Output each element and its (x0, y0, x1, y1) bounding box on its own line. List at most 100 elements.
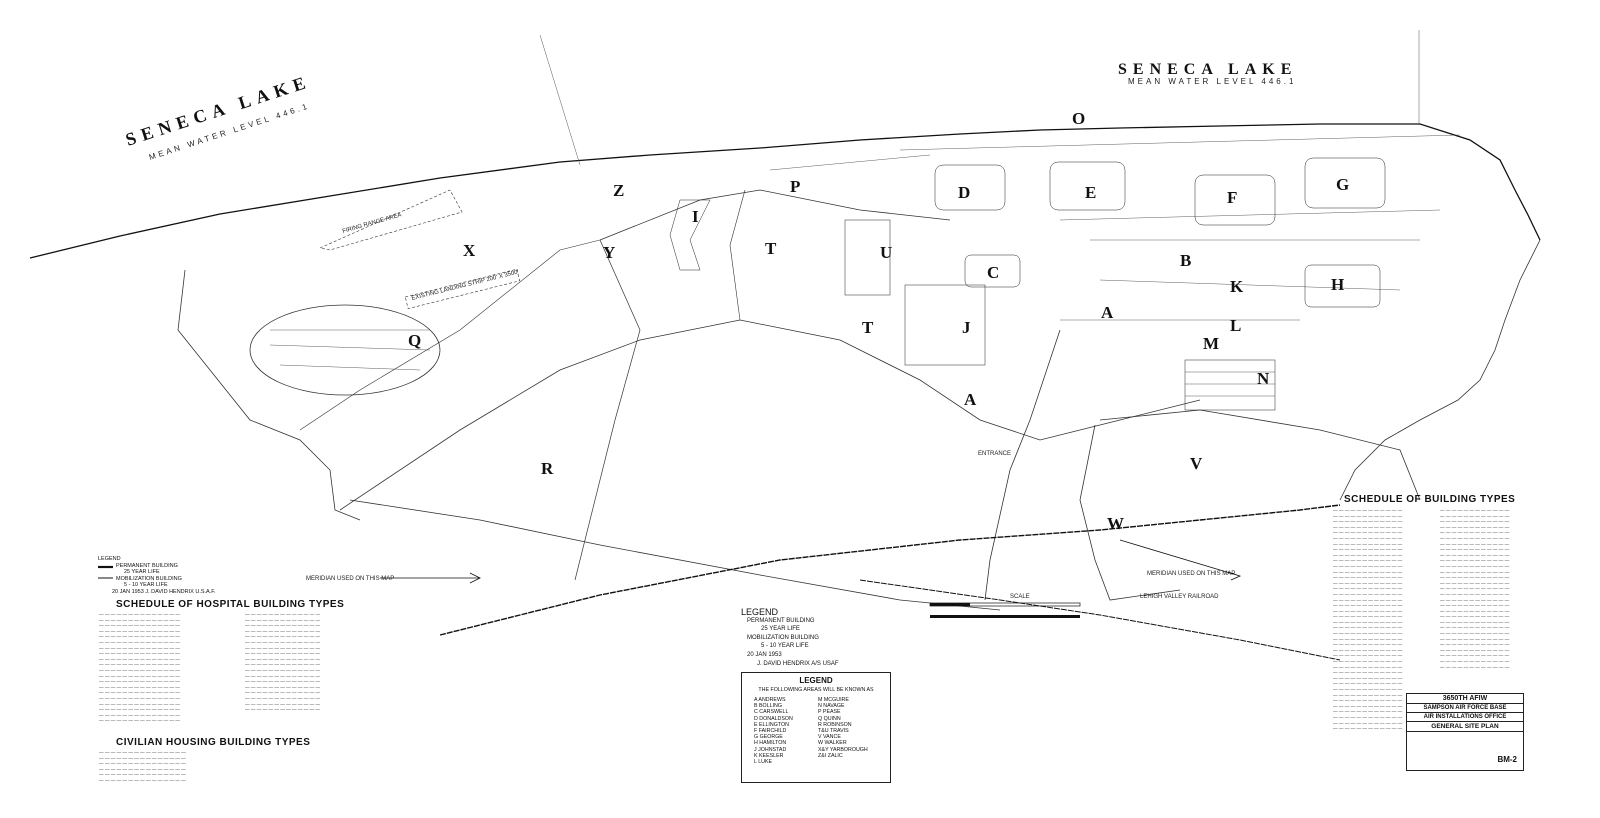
landing-strip-label: EXISTING LANDING STRIP 200' X 3500' (411, 269, 519, 301)
landing-strip (404, 268, 521, 309)
area-label: R (541, 459, 554, 478)
area-label: U (880, 243, 892, 262)
area-label: H (1331, 275, 1344, 294)
area-name: J JOHNSTAD (754, 746, 787, 753)
lake-level-right: MEAN WATER LEVEL 446.1 (1128, 77, 1296, 86)
scale-label: SCALE (1010, 594, 1030, 600)
road (574, 239, 641, 581)
area-name: E ELLINGTON (754, 721, 789, 728)
building-hatching (269, 134, 1461, 397)
legend-left-title: LEGEND (98, 556, 121, 562)
title-block-office: AIR INSTALLATIONS OFFICE (1407, 713, 1523, 722)
meridian-left-label: MERIDIAN USED ON THIS MAP (306, 576, 394, 582)
area-name: G GEORGE (754, 734, 783, 741)
area-label: E (1085, 183, 1096, 202)
legend-left-permanent: PERMANENT BUILDING (116, 562, 178, 569)
area-label: L (1230, 316, 1241, 335)
area-label: A (1101, 303, 1114, 322)
area-label: D (958, 183, 970, 202)
area-name: K KEESLER (754, 752, 784, 759)
entrance-label: ENTRANCE (978, 451, 1011, 457)
east-boundary (1339, 239, 1541, 501)
area-name: L LUKE (754, 759, 773, 766)
area-name: X&Y YARBOROUGH (818, 746, 868, 753)
area-label: A (964, 390, 977, 409)
legend-center-line: 20 JAN 1953 (747, 651, 782, 658)
building-types-list-1: — — — — — — — — — — — —— — — — — — — — —… (1333, 508, 1403, 732)
title-block-unit: 3650TH AFIW (1407, 694, 1523, 704)
area-name: H HAMILTON (754, 740, 787, 747)
title-block: 3650TH AFIW SAMPSON AIR FORCE BASE AIR I… (1406, 693, 1524, 771)
area-label: V (1190, 454, 1203, 473)
road (299, 239, 601, 431)
legend-center-title: LEGEND (741, 607, 779, 617)
hospital-schedule-title: SCHEDULE OF HOSPITAL BUILDING TYPES (116, 599, 345, 610)
areas-legend-box: LEGEND THE FOLLOWING AREAS WILL BE KNOWN… (741, 672, 891, 783)
hospital-schedule-list-2: — — — — — — — — — — — — —— — — — — — — —… (245, 612, 321, 713)
areas-legend-subtitle: THE FOLLOWING AREAS WILL BE KNOWN AS (758, 687, 874, 693)
areas-legend-right: M MCGUIRE N NAVAGE P PEASE Q QUINN R ROB… (818, 697, 878, 765)
area-label: Z (613, 181, 624, 200)
legend-left-life510: 5 - 10 YEAR LIFE (124, 582, 168, 589)
legend-left-mobilization: MOBILIZATION BUILDING (116, 575, 182, 582)
lake-title-right: SENECA LAKE (1118, 61, 1297, 78)
area-name: Q QUINN (818, 715, 841, 722)
scale-bar-lower (930, 615, 1080, 618)
area-label: J (962, 318, 971, 337)
area-name: B BOLLING (754, 703, 782, 710)
meridian-arrow-right (1119, 539, 1242, 581)
area-label: Y (603, 243, 615, 262)
road (349, 499, 1001, 611)
west-boundary (177, 269, 361, 521)
north-line (539, 34, 581, 166)
road (1099, 409, 1421, 501)
area-label: G (1336, 175, 1349, 194)
title-block-sheet: BM-2 (1497, 755, 1517, 764)
building-types-title: SCHEDULE OF BUILDING TYPES (1344, 494, 1516, 505)
area-label: X (463, 241, 476, 260)
civilian-schedule-title: CIVILIAN HOUSING BUILDING TYPES (116, 737, 311, 748)
legend-left-signed: 20 JAN 1953 J. DAVID HENDRIX U.S.A.F. (112, 588, 216, 595)
legend-left: LEGEND PERMANENT BUILDING 25 YEAR LIFE M… (98, 556, 216, 596)
legend-center-line: J. DAVID HENDRIX A/S USAF (757, 660, 839, 667)
area-name: P PEASE (818, 709, 841, 716)
legend-left-life25: 25 YEAR LIFE (124, 569, 160, 576)
title-block-plan: GENERAL SITE PLAN (1407, 722, 1523, 732)
area-name: T&U TRAVIS (818, 728, 849, 735)
area-name: M MCGUIRE (818, 697, 849, 703)
area-label: B (1180, 251, 1191, 270)
area-label: Q (408, 331, 421, 350)
area-name: N NAVAGE (818, 703, 845, 710)
railroad-label: LEHIGH VALLEY RAILROAD (1140, 594, 1219, 600)
road (984, 329, 1061, 601)
area-name: D DONALDSON (754, 715, 793, 722)
hospital-schedule-list: — — — — — — — — — — — — — —— — — — — — —… (99, 612, 180, 724)
road (339, 319, 1201, 511)
area-letters: O P Z D E F G X Y I T U C B K H Q T J A … (408, 109, 1349, 533)
railroad-lower (859, 579, 1341, 661)
area-label: M (1203, 334, 1219, 353)
meridian-right-label: MERIDIAN USED ON THIS MAP (1147, 571, 1235, 577)
meridian-arrow-left (380, 572, 481, 584)
area-label: O (1072, 109, 1085, 128)
legend-center-line: 25 YEAR LIFE (761, 626, 800, 633)
area-name: R ROBINSON (818, 721, 852, 728)
firing-range-label: FIRING RANGE AREA (342, 212, 402, 235)
areas-legend-left: A ANDREWS B BOLLING C CARSWELL D DONALDS… (754, 697, 814, 765)
area-label: W (1107, 514, 1124, 533)
area-name: W WALKER (818, 740, 847, 747)
area-label: I (692, 207, 699, 226)
legend-center-line: MOBILIZATION BUILDING (747, 634, 819, 641)
area-name: F FAIRCHILD (754, 728, 787, 735)
area-name: C CARSWELL (754, 709, 789, 716)
area-name: V VANCE (818, 734, 841, 741)
firing-range (319, 189, 463, 251)
areas-legend-list: A ANDREWS B BOLLING C CARSWELL D DONALDS… (742, 697, 890, 765)
hospital-area-outline (249, 304, 441, 396)
road (729, 189, 746, 321)
title-block-base: SAMPSON AIR FORCE BASE (1407, 704, 1523, 713)
scale-bar-fill (930, 603, 970, 606)
area-label: C (987, 263, 999, 282)
railroad (439, 504, 1341, 636)
